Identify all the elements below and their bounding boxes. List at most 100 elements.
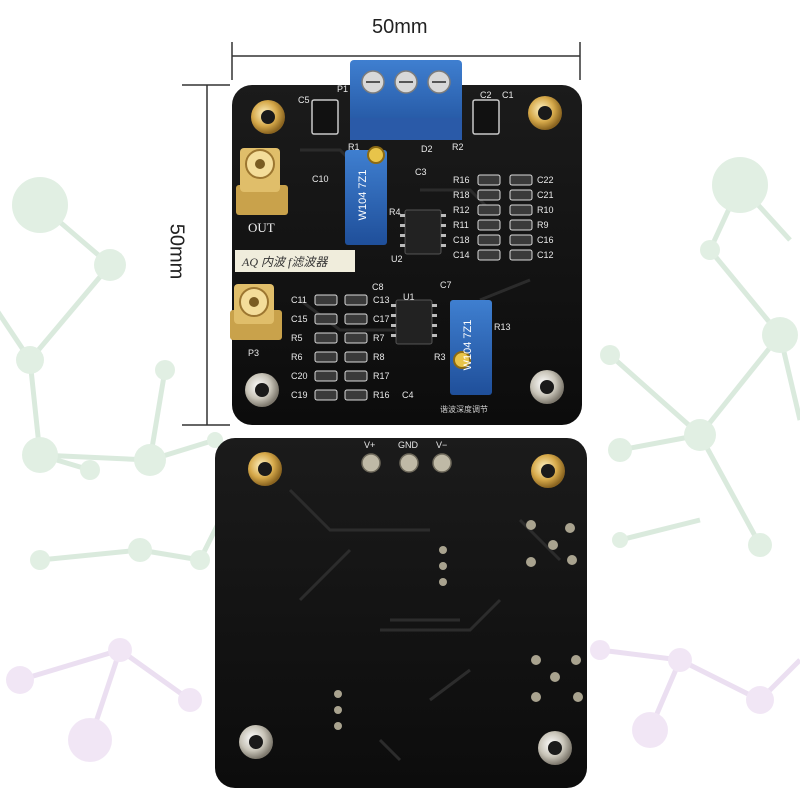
- smd-pad: [314, 313, 338, 325]
- component-label: C2: [480, 90, 492, 100]
- smd-pad: [314, 389, 338, 401]
- component-label: U2: [391, 254, 403, 264]
- mounting-hole-front-tr: [528, 96, 562, 130]
- component-label: R6: [291, 352, 303, 362]
- component-label: R16: [453, 175, 470, 185]
- smd-pad: [477, 249, 501, 261]
- smd-pad: [477, 189, 501, 201]
- width-dimension-label: 50mm: [372, 16, 428, 38]
- smd-pad: [344, 313, 368, 325]
- smd-pad: [314, 332, 338, 344]
- back-silkscreen: V+ GND V−: [364, 440, 447, 450]
- component-label: R17: [373, 371, 390, 381]
- component-label: C21: [537, 190, 554, 200]
- front-silkscreen: OUT P3 P1 AQ 内波 f滤波器 谐波深度调节 W104 7Z1W104…: [241, 84, 554, 414]
- component-label: C20: [291, 371, 308, 381]
- smd-pad: [344, 370, 368, 382]
- component-label: R12: [453, 205, 470, 215]
- component-label: C1: [502, 90, 514, 100]
- component-label: C14: [453, 250, 470, 260]
- label-sticker: [235, 250, 355, 272]
- pin-label-gnd: GND: [398, 440, 419, 450]
- component-label: C13: [373, 295, 390, 305]
- component-label: C18: [453, 235, 470, 245]
- component-label: C12: [537, 250, 554, 260]
- component-label: C5: [298, 95, 310, 105]
- component-label: R11: [453, 220, 469, 230]
- smd-pad: [509, 234, 533, 246]
- mounting-hole-back-br: [538, 731, 572, 765]
- component-label: R13: [494, 322, 511, 332]
- height-dimension-line: [182, 84, 230, 426]
- tantalum-capacitors: [311, 99, 500, 135]
- mounting-hole-front-br: [530, 370, 564, 404]
- component-label: U1: [403, 292, 415, 302]
- component-label: R2: [452, 142, 464, 152]
- smd-pad: [477, 204, 501, 216]
- smd-pad: [344, 294, 368, 306]
- mounting-hole-back-bl: [239, 725, 273, 759]
- mounting-hole-front-bl: [245, 373, 279, 407]
- back-board: [215, 438, 587, 788]
- component-label: R16: [373, 390, 390, 400]
- background-network: [0, 157, 800, 762]
- component-label: C4: [402, 390, 414, 400]
- in-connector-label: P3: [248, 348, 259, 358]
- component-label: C8: [372, 282, 384, 292]
- component-label: R5: [291, 333, 303, 343]
- component-label: C7: [440, 280, 452, 290]
- pin-label-vminus: V−: [436, 440, 447, 450]
- component-label: C22: [537, 175, 554, 185]
- potentiometer-2: [450, 300, 492, 395]
- adjust-label: 谐波深度调节: [440, 404, 488, 414]
- component-label: C16: [537, 235, 554, 245]
- smd-pad: [314, 351, 338, 363]
- power-pins: [361, 453, 452, 473]
- screw-terminal: [350, 60, 462, 140]
- smd-pad: [509, 174, 533, 186]
- ic-chips: [391, 209, 446, 345]
- handwritten-label: AQ 内波 f滤波器: [241, 255, 328, 269]
- component-label: C19: [291, 390, 308, 400]
- smd-pad: [509, 204, 533, 216]
- component-label: C3: [415, 167, 427, 177]
- smd-pad: [509, 189, 533, 201]
- smd-pad: [477, 234, 501, 246]
- component-label: R4: [389, 207, 401, 217]
- smd-pad: [344, 351, 368, 363]
- terminal-label: P1: [337, 84, 348, 94]
- sma-connector-in: [230, 284, 282, 340]
- smd-pad: [509, 249, 533, 261]
- pot-marking: W104 7Z1: [462, 320, 474, 371]
- component-label: D2: [421, 144, 433, 154]
- solder-joints: [334, 520, 583, 730]
- component-label: R8: [373, 352, 385, 362]
- height-dimension-label: 50mm: [165, 223, 188, 280]
- smd-pad: [509, 219, 533, 231]
- component-label: R1: [348, 142, 360, 152]
- mounting-hole-back-tl: [248, 452, 282, 486]
- component-label: C15: [291, 314, 308, 324]
- potentiometer-1: [345, 146, 387, 245]
- smd-components: [314, 174, 533, 401]
- component-label: R3: [434, 352, 446, 362]
- front-board: [230, 60, 582, 425]
- component-label: C11: [291, 295, 307, 305]
- component-label: R18: [453, 190, 470, 200]
- smd-pad: [314, 294, 338, 306]
- sma-connector-out: [236, 148, 288, 215]
- smd-pad: [477, 219, 501, 231]
- smd-pad: [344, 389, 368, 401]
- mounting-hole-back-tr: [531, 454, 565, 488]
- pot-marking: W104 7Z1: [357, 170, 369, 221]
- smd-pad: [314, 370, 338, 382]
- smd-pad: [344, 332, 368, 344]
- component-label: R7: [373, 333, 385, 343]
- component-label: R9: [537, 220, 549, 230]
- out-label: OUT: [248, 220, 275, 235]
- component-label: C17: [373, 314, 390, 324]
- mounting-hole-front-tl: [251, 100, 285, 134]
- smd-pad: [477, 174, 501, 186]
- width-dimension-line: [231, 42, 581, 80]
